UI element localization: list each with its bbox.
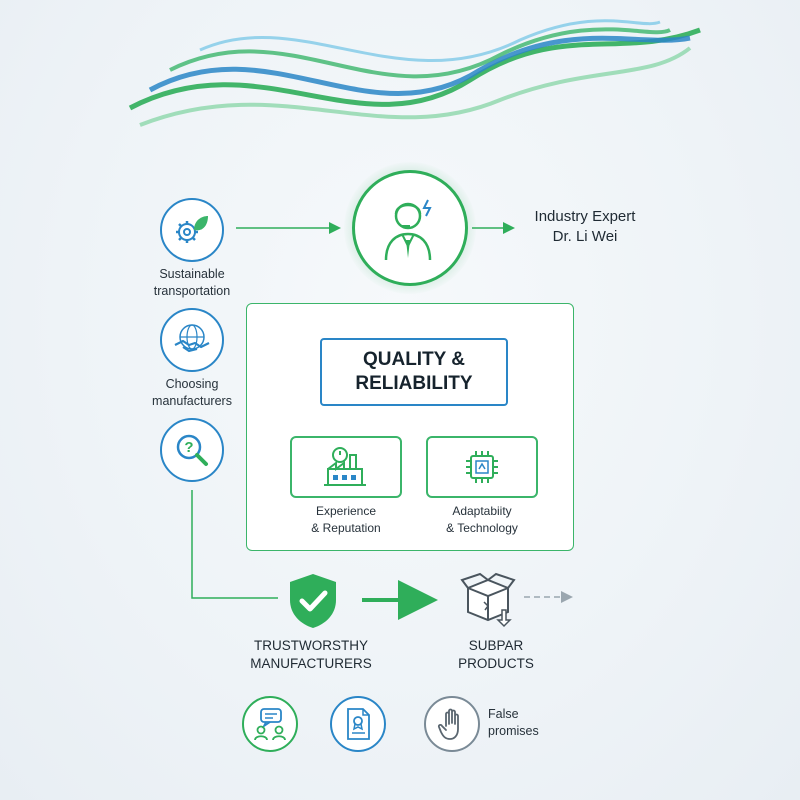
chip-icon (466, 451, 498, 483)
expert-headset-icon (384, 199, 432, 261)
adaptability-card (426, 436, 538, 498)
factory-clock-icon (324, 447, 366, 486)
chat-people-circle (242, 696, 298, 752)
document-badge-icon (347, 708, 370, 740)
shield-check-icon (290, 574, 336, 628)
svg-text:?: ? (184, 439, 193, 456)
adaptability-label: Adaptabiity& Technology (446, 504, 518, 535)
chat-people-icon (254, 708, 286, 741)
question-magnifier-icon: ? (176, 434, 208, 466)
sustainable-transport-circle (160, 198, 224, 262)
handshake-globe-icon (174, 324, 210, 353)
subpar-box (458, 570, 520, 628)
hand-stop-circle (424, 696, 480, 752)
trust-shield (286, 572, 340, 630)
gear-leaf-icon (176, 216, 208, 243)
choosing-manufacturers-circle (160, 308, 224, 372)
hand-stop-icon (437, 708, 459, 740)
broken-box-icon (460, 572, 516, 628)
experience-label: Experience& Reputation (311, 504, 381, 535)
connector-to-trust (191, 490, 278, 599)
quality-title-box: QUALITY & RELIABILITY (320, 338, 508, 406)
document-badge-circle (330, 696, 386, 752)
search-question-circle: ? (160, 418, 224, 482)
decorative-waves (128, 19, 701, 127)
expert-circle (352, 170, 468, 286)
experience-card (290, 436, 402, 498)
